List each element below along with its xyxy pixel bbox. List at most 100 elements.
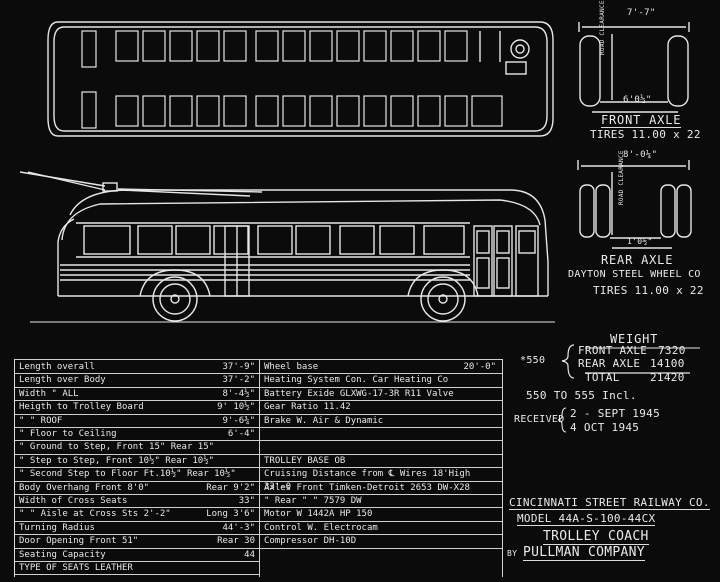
spec-label: " " Aisle at Cross Sts 2'-2"	[19, 509, 171, 520]
front-road-clearance-label: ROAD CLEARANCE	[599, 0, 606, 55]
spec-value: 9'-6¾"	[222, 415, 255, 426]
weight-ref: *550	[520, 355, 546, 366]
spec-value: 20'-0"	[463, 362, 496, 372]
title-by: BY	[507, 549, 518, 558]
spec-right-row	[260, 441, 502, 454]
spec-value: Rear 9'2"	[206, 482, 255, 493]
spec-left-row: Heigth to Trolley Board 9' 10½"	[15, 401, 259, 414]
spec-left-row: Length overall 37'-9"	[15, 361, 259, 374]
spec-label: Body Overhang Front 8'0"	[19, 482, 150, 493]
spec-left-row: " " Aisle at Cross Sts 2'-2" Long 3'6"	[15, 508, 259, 521]
rear-axle-view	[577, 160, 692, 249]
spec-left-row: Seating Capacity 44	[15, 549, 259, 562]
received-label: RECEIVED	[514, 414, 565, 425]
spec-label: Length overall	[19, 362, 95, 372]
spec-label: " " ROOF	[19, 415, 63, 426]
spec-label: " Rear " " 7579 DW	[264, 496, 362, 506]
rear-axle-width: 8'-0¼"	[623, 150, 658, 160]
rear-axle-track: 1'0½"	[627, 237, 653, 246]
spec-value: 44'-3"	[222, 522, 255, 533]
spec-label: Battery Exide GLXWG-17-3R R11 Valve	[264, 388, 454, 399]
spec-right-row: TROLLEY BASE OB	[260, 455, 502, 468]
spec-label: Seating Capacity	[19, 549, 106, 560]
spec-label: TYPE OF SEATS LEATHER	[19, 563, 133, 573]
spec-value: 37'-9"	[222, 362, 255, 372]
spec-right-row: Control W. Electrocam	[260, 522, 502, 535]
side-elevation	[19, 171, 555, 323]
spec-right-row: Heating System Con. Car Heating Co	[260, 374, 502, 387]
front-axle-view	[578, 22, 690, 113]
spec-left-row: " Second Step to Floor Ft.10½" Rear 10½"	[15, 468, 259, 481]
spec-left-row: Body Overhang Front 8'0" Rear 9'2"	[15, 482, 259, 495]
received-date-2: 4 OCT 1945	[570, 421, 640, 434]
spec-value: 33"	[238, 496, 255, 506]
spec-label: " Ground to Step, Front 15" Rear 15"	[19, 442, 215, 453]
spec-label: Control W. Electrocam	[264, 522, 378, 533]
spec-value: Long 3'6"	[206, 509, 255, 520]
spec-label: Compressor DH-10D	[264, 536, 357, 547]
spec-label: " Step to Step, Front 10½" Rear 10½"	[19, 455, 215, 466]
spec-right-row: Battery Exide GLXWG-17-3R R11 Valve	[260, 388, 502, 401]
spec-left-row: " " ROOF 9'-6¾"	[15, 415, 259, 428]
spec-left-row: Turning Radius 44'-3"	[15, 522, 259, 535]
spec-left-row: TYPE OF SEATS LEATHER	[15, 562, 259, 575]
spec-right-row: Axles Front Timken-Detroit 2653 DW-X28	[260, 482, 502, 495]
spec-right-row: Wheel base 20'-0"	[260, 361, 502, 374]
front-axle-width: 7'-7"	[627, 8, 656, 18]
coach-number-range: 550 TO 555 Incl.	[526, 389, 637, 402]
weight-title: WEIGHT	[610, 332, 659, 346]
front-axle-weight-label: FRONT AXLE	[578, 344, 648, 357]
spec-left-row: " Ground to Step, Front 15" Rear 15"	[15, 441, 259, 454]
rear-axle-weight-label: REAR AXLE	[578, 357, 641, 370]
spec-label: Turning Radius	[19, 522, 95, 533]
spec-value: 44	[244, 549, 255, 560]
spec-right-row: Brake W. Air & Dynamic	[260, 415, 502, 428]
spec-right-row: Compressor DH-10D	[260, 535, 502, 548]
spec-label: Cruising Distance from ℄ Wires 18'High 3…	[264, 469, 471, 493]
title-line-2: MODEL 44A-S-100-44CX	[517, 512, 656, 526]
spec-right-row: Gear Ratio 11.42	[260, 401, 502, 414]
spec-label: TROLLEY BASE OB	[264, 455, 346, 466]
rear-road-clearance-label: ROAD CLEARANCE	[618, 150, 625, 205]
spec-right-row	[260, 428, 502, 441]
spec-value: 6'-4"	[227, 429, 255, 439]
spec-label: Length over Body	[19, 375, 106, 386]
spec-label: Brake W. Air & Dynamic	[264, 415, 384, 426]
title-line-3: TROLLEY COACH	[543, 529, 649, 545]
rear-axle-maker: DAYTON STEEL WHEEL CO	[568, 269, 701, 280]
spec-left-row: Door Opening Front 51" Rear 30	[15, 535, 259, 548]
plan-view	[47, 21, 554, 137]
total-weight-label: TOTAL	[585, 371, 620, 384]
spec-label: Door Opening Front 51"	[19, 536, 139, 547]
front-axle-tires: TIRES 11.00 x 22	[590, 128, 701, 141]
spec-label: Heating System Con. Car Heating Co	[264, 375, 449, 386]
spec-label: Axles Front Timken-Detroit 2653 DW-X28	[264, 482, 470, 493]
spec-right-row: " Rear " " 7579 DW	[260, 495, 502, 508]
spec-right-row: Motor W 1442A HP 150	[260, 508, 502, 521]
received-date-1: 2 - SEPT 1945	[570, 407, 660, 420]
spec-label: Heigth to Trolley Board	[19, 402, 144, 413]
rear-axle-title: REAR AXLE	[601, 253, 674, 267]
rear-axle-weight-value: 14100	[650, 357, 685, 370]
front-axle-track: 6'0½"	[623, 95, 652, 105]
total-weight-value: 21420	[650, 371, 685, 384]
title-line-1: CINCINNATI STREET RAILWAY CO.	[509, 496, 710, 510]
specification-table: Length overall 37'-9" Length over Body 37'-…	[14, 359, 503, 577]
spec-value: Rear 30	[217, 536, 255, 547]
spec-label: Wheel base	[264, 362, 319, 372]
spec-label: Gear Ratio 11.42	[264, 402, 351, 413]
spec-value: 9' 10½"	[217, 402, 255, 413]
spec-label: " Second Step to Floor Ft.10½" Rear 10½"	[19, 469, 236, 480]
spec-right-row: Cruising Distance from ℄ Wires 18'High 3…	[260, 468, 502, 492]
spec-label: Motor W 1442A HP 150	[264, 509, 373, 520]
front-axle-weight-value: 7320	[658, 344, 686, 357]
title-line-4: PULLMAN COMPANY	[523, 545, 645, 561]
rear-axle-tires: TIRES 11.00 x 22	[593, 284, 704, 297]
spec-value: 37'-2"	[222, 375, 255, 386]
spec-value: 8'-4½"	[222, 388, 255, 399]
